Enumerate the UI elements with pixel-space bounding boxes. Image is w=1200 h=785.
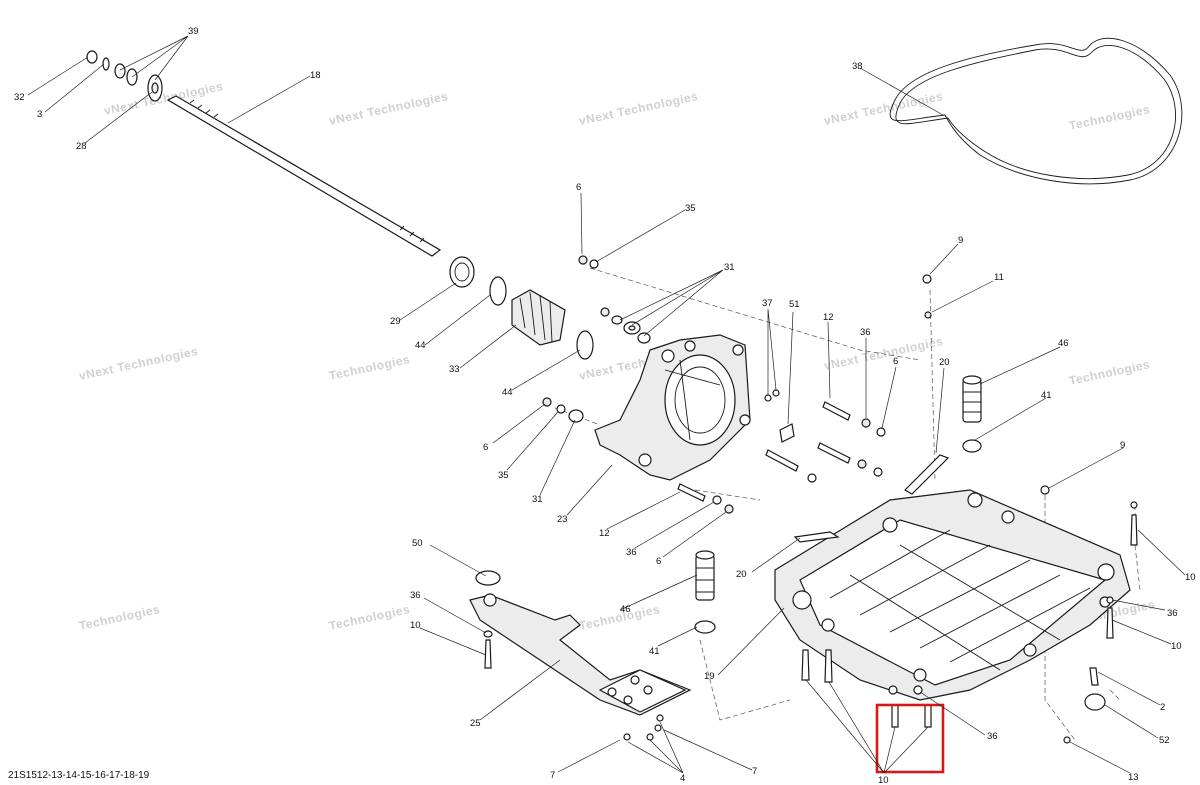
watermark-text: vNext Technologies — [823, 334, 945, 373]
pump-housing-23 — [594, 334, 751, 481]
callout-6c: 6 — [483, 442, 488, 453]
leader-lines — [27, 35, 1186, 774]
intake-plate-19 — [774, 489, 1131, 701]
watermark-text: Technologies — [328, 602, 412, 633]
drawing-code: 21S1512-13-14-15-16-17-18-19 — [8, 770, 150, 781]
watermark-text: vNext Technologies — [328, 89, 450, 128]
callout-11: 11 — [994, 272, 1004, 283]
callout-10: 10 — [1185, 572, 1196, 583]
callout-39: 39 — [188, 26, 199, 37]
callout-4: 4 — [680, 773, 685, 784]
watermark-text: vNext Technologies — [103, 79, 225, 118]
callout-10c: 10 — [1171, 641, 1182, 652]
callout-36: 36 — [860, 327, 871, 338]
callout-31: 31 — [724, 262, 735, 273]
clamp-44 — [489, 276, 507, 306]
highlighted-bolts-10 — [891, 704, 932, 728]
callout-25: 25 — [470, 718, 481, 729]
callout-41b: 41 — [649, 646, 660, 657]
watermark-text: Technologies — [1068, 102, 1152, 133]
nut-32 — [86, 50, 98, 64]
seal-29 — [449, 256, 475, 288]
watermark-text: vNext Technologies — [823, 89, 945, 128]
shim-39a — [114, 63, 126, 79]
housing-hardware — [542, 255, 932, 514]
callout-23: 23 — [557, 514, 568, 525]
circlip-3 — [102, 57, 110, 71]
callout-36e: 36 — [987, 731, 998, 742]
callout-44: 44 — [415, 340, 426, 351]
callout-6b: 6 — [893, 356, 898, 367]
callout-35b: 35 — [498, 470, 509, 481]
callout-36d: 36 — [1167, 608, 1178, 619]
callout-13: 13 — [1128, 772, 1139, 783]
drive-shaft-18 — [166, 95, 442, 257]
callout-10b: 10 — [410, 620, 421, 631]
callout-7b: 7 — [752, 766, 757, 777]
callout-7: 7 — [550, 770, 555, 781]
watermark-text: Technologies — [1068, 357, 1152, 388]
callout-46: 46 — [1058, 338, 1069, 349]
callout-31b: 31 — [532, 494, 543, 505]
callout-50: 50 — [412, 538, 423, 549]
callout-20: 20 — [939, 357, 950, 368]
clamp-44b — [576, 330, 594, 360]
callout-labels: 39 32 3 28 18 38 6 35 31 29 44 33 44 37 … — [14, 26, 1196, 785]
callout-52: 52 — [1159, 735, 1170, 746]
callout-9b: 9 — [1120, 440, 1125, 451]
watermark-text: vNext Technologies — [78, 344, 200, 383]
callout-38: 38 — [852, 61, 863, 72]
callout-12: 12 — [823, 312, 834, 323]
drive-shaft-assembly — [86, 50, 594, 360]
callout-37: 37 — [762, 298, 773, 309]
callout-36c: 36 — [410, 590, 421, 601]
highlight-box — [875, 703, 945, 774]
callout-20b: 20 — [736, 569, 747, 580]
callout-33: 33 — [449, 364, 460, 375]
callout-2: 2 — [1160, 702, 1165, 713]
callout-51: 51 — [789, 299, 800, 310]
callout-41: 41 — [1041, 390, 1052, 401]
callout-12b: 12 — [599, 528, 610, 539]
callout-6d: 6 — [656, 556, 661, 567]
callout-46b: 46 — [620, 604, 631, 615]
bumper-52 — [1084, 693, 1106, 711]
callout-36b: 36 — [626, 547, 637, 558]
left-screws — [483, 630, 664, 741]
callout-10d: 10 — [878, 775, 889, 785]
callout-6: 6 — [576, 182, 581, 193]
right-screws — [801, 485, 1138, 744]
bracket-25 — [469, 570, 692, 716]
fin-20 — [904, 454, 950, 495]
callout-29: 29 — [390, 316, 401, 327]
callout-19: 19 — [704, 671, 715, 682]
watermark-text: Technologies — [328, 352, 412, 383]
callout-9: 9 — [958, 235, 963, 246]
fin-20b — [793, 531, 840, 543]
callout-28: 28 — [76, 141, 87, 152]
drain-plugs — [694, 375, 982, 634]
watermark-text: Technologies — [78, 602, 162, 633]
watermark-text: vNext Technologies — [578, 89, 700, 128]
cap-50 — [475, 570, 501, 586]
callout-35: 35 — [685, 203, 696, 214]
callout-32: 32 — [14, 92, 25, 103]
callout-18: 18 — [310, 70, 321, 81]
callout-44b: 44 — [502, 387, 513, 398]
callout-3: 3 — [37, 109, 42, 120]
